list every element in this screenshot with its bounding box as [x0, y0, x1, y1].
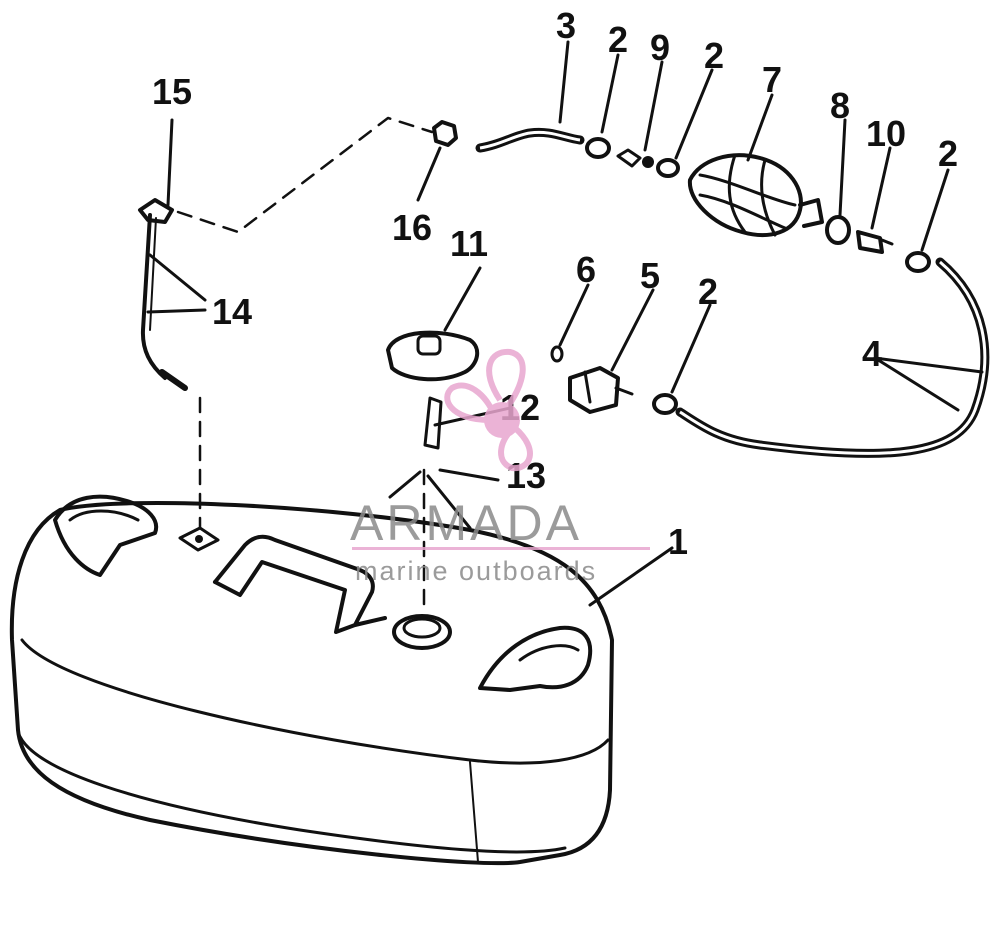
callout-3: 3	[556, 5, 576, 46]
hose-short	[475, 127, 585, 153]
pickup-tube	[140, 213, 188, 391]
clamp-1	[585, 137, 611, 159]
callout-9: 9	[650, 27, 670, 68]
primer-bulb	[687, 153, 824, 237]
fuel-tank	[9, 494, 614, 866]
callout-2b: 2	[704, 35, 724, 76]
leader-lines	[146, 40, 984, 607]
nut	[432, 120, 458, 147]
callout-15: 15	[152, 71, 192, 112]
chain-clip	[388, 470, 472, 530]
connector	[568, 366, 634, 414]
hose-long	[675, 257, 990, 458]
callout-16: 16	[392, 207, 432, 248]
cap-chain	[423, 396, 443, 450]
callout-8: 8	[830, 85, 850, 126]
callout-6: 6	[576, 249, 596, 290]
callout-4: 4	[862, 333, 882, 374]
callout-14: 14	[212, 291, 252, 332]
callout-2a: 2	[608, 19, 628, 60]
routing-lines	[176, 116, 434, 612]
watermark: ARMADA marine outboards	[350, 348, 650, 586]
callout-2c: 2	[938, 133, 958, 174]
clamp-2	[656, 158, 680, 178]
clamp-3	[905, 251, 931, 273]
clamp-4	[652, 393, 678, 415]
o-ring	[550, 345, 564, 363]
callout-labels: 1 2 2 2 2 3 4 5 6 7 8 9 10 11 12 13 14 1…	[152, 5, 958, 562]
watermark-title: ARMADA	[350, 495, 582, 551]
filler-cap	[386, 330, 480, 382]
callout-7: 7	[762, 59, 782, 100]
callout-5: 5	[640, 255, 660, 296]
watermark-subtitle: marine outboards	[355, 556, 597, 586]
callout-2d: 2	[698, 271, 718, 312]
callout-11: 11	[450, 223, 488, 264]
propeller-logo-icon	[444, 348, 533, 472]
callout-10: 10	[866, 113, 906, 154]
clamp-ring	[825, 215, 851, 245]
fitting	[856, 230, 894, 254]
check-valve	[616, 148, 654, 168]
elbow-fitting	[138, 198, 174, 224]
callout-1: 1	[668, 521, 688, 562]
watermark-divider	[352, 547, 650, 550]
